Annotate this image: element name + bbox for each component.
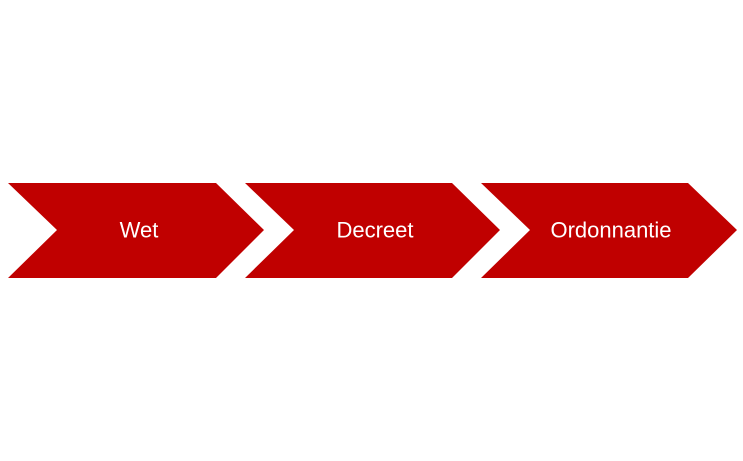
chevron-step-wet: Wet [8, 183, 264, 278]
chevron-shape-ordonnantie [481, 183, 737, 278]
chevron-shape-decreet [245, 183, 500, 278]
chevron-step-decreet: Decreet [245, 183, 500, 278]
chevron-label-wet: Wet [120, 218, 159, 243]
chevron-label-ordonnantie: Ordonnantie [550, 218, 671, 243]
chevron-shape-wet [8, 183, 264, 278]
chevron-step-ordonnantie: Ordonnantie [481, 183, 737, 278]
chevron-label-decreet: Decreet [336, 218, 413, 243]
